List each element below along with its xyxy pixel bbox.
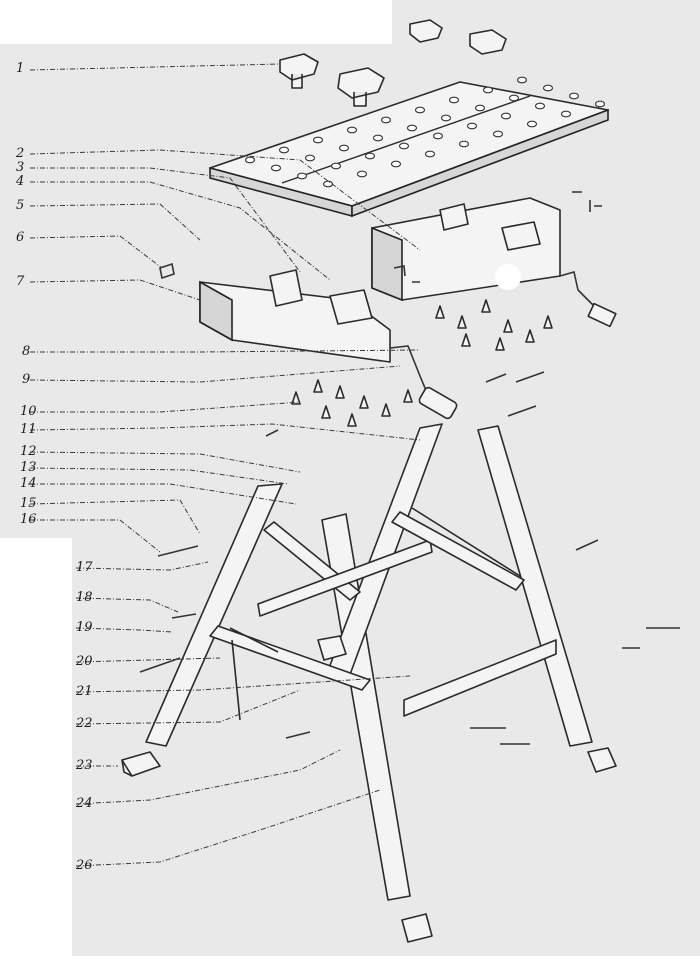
- peg-cone: [321, 405, 331, 419]
- peg-cone: [291, 391, 301, 405]
- callout-21: 21: [76, 684, 93, 699]
- hardware: [139, 191, 680, 745]
- bench-hole: [406, 124, 418, 132]
- bench-hole: [346, 126, 358, 134]
- peg-cone: [525, 329, 535, 343]
- callout-8: 8: [22, 344, 31, 359]
- callout-1: 1: [16, 61, 25, 76]
- peg-cone: [335, 385, 345, 399]
- callout-7: 7: [16, 274, 25, 289]
- blank-area-left: [0, 538, 72, 956]
- callout-10: 10: [20, 404, 37, 419]
- bench-hole: [458, 140, 470, 148]
- bench-hole: [516, 76, 528, 84]
- callout-17: 17: [76, 560, 93, 575]
- bench-hole: [244, 156, 256, 164]
- callout-4: 4: [16, 174, 25, 189]
- bench-hole: [432, 132, 444, 140]
- bench-top: [209, 76, 609, 218]
- callout-15: 15: [20, 496, 37, 511]
- callout-22: 22: [76, 716, 93, 731]
- callout-24: 24: [76, 796, 93, 811]
- bench-hole: [330, 162, 342, 170]
- bench-hole: [542, 84, 554, 92]
- peg-cone: [461, 333, 471, 347]
- bench-hole: [372, 134, 384, 142]
- blank-area-top: [0, 0, 392, 44]
- callout-11: 11: [20, 422, 37, 437]
- callout-26: 26: [76, 858, 93, 873]
- callout-18: 18: [76, 590, 93, 605]
- bench-hole: [322, 180, 334, 188]
- bench-hole: [508, 94, 520, 102]
- bench-hole: [492, 130, 504, 138]
- bench-hole: [424, 150, 436, 158]
- bench-hole: [500, 112, 512, 120]
- callout-19: 19: [76, 620, 93, 635]
- bench-hole: [440, 114, 452, 122]
- callout-20: 20: [76, 654, 93, 669]
- peg-cone: [347, 413, 357, 427]
- bench-hole: [398, 142, 410, 150]
- bench-hole: [390, 160, 402, 168]
- bench-hole: [526, 120, 538, 128]
- peg-cone: [313, 379, 323, 393]
- bench-hole: [304, 154, 316, 162]
- peg-cone: [481, 299, 491, 313]
- leader-lines: [29, 63, 421, 867]
- bench-hole: [594, 100, 606, 108]
- bench-hole: [364, 152, 376, 160]
- bench-hole: [380, 116, 392, 124]
- peg-cone: [495, 337, 505, 351]
- right-jaw: [371, 197, 617, 328]
- bench-hole: [466, 122, 478, 130]
- callout-5: 5: [16, 198, 25, 213]
- peg-cone: [543, 315, 553, 329]
- left-jaw: [199, 269, 458, 420]
- peg-cone: [381, 403, 391, 417]
- bench-hole: [560, 110, 572, 118]
- bench-hole: [534, 102, 546, 110]
- blank-spot: [495, 264, 521, 290]
- callout-16: 16: [20, 512, 37, 527]
- bench-hole: [568, 92, 580, 100]
- feet-caps: [121, 635, 617, 943]
- peg-cone: [359, 395, 369, 409]
- bench-hole: [448, 96, 460, 104]
- callout-13: 13: [20, 460, 37, 475]
- clamp-pegs: [279, 19, 507, 107]
- callout-6: 6: [16, 230, 25, 245]
- callout-12: 12: [20, 444, 37, 459]
- bench-hole: [312, 136, 324, 144]
- bench-hole: [414, 106, 426, 114]
- callout-23: 23: [76, 758, 93, 773]
- callout-14: 14: [20, 476, 37, 491]
- peg-cones: [291, 299, 553, 427]
- bench-hole: [270, 164, 282, 172]
- peg-cone: [403, 389, 413, 403]
- bench-holes: [244, 76, 606, 188]
- peg-cone: [503, 319, 513, 333]
- callout-9: 9: [22, 372, 31, 387]
- callout-3: 3: [16, 160, 25, 175]
- peg-cone: [435, 305, 445, 319]
- bench-hole: [482, 86, 494, 94]
- bench-hole: [296, 172, 308, 180]
- bench-hole: [474, 104, 486, 112]
- bench-hole: [278, 146, 290, 154]
- callout-2: 2: [16, 146, 25, 161]
- peg-cone: [457, 315, 467, 329]
- frame: [145, 423, 593, 901]
- bench-hole: [356, 170, 368, 178]
- bench-hole: [338, 144, 350, 152]
